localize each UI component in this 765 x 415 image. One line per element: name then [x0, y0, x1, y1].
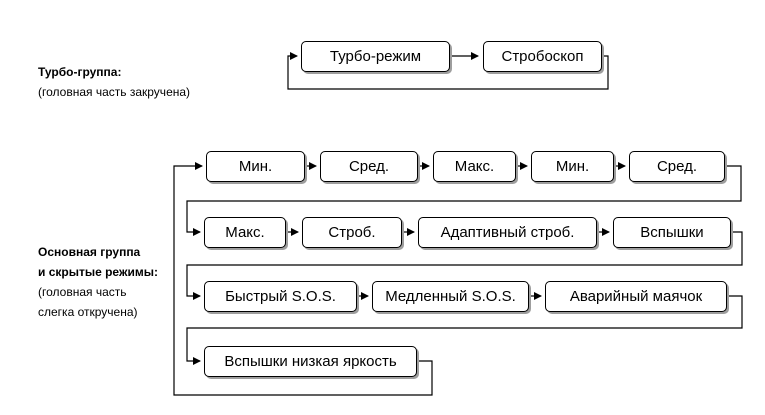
main-group-title-line1: Основная группа — [38, 245, 141, 259]
mode-max: Макс. — [433, 151, 516, 182]
mode-emergency-beacon: Аварийный маячок — [545, 281, 727, 312]
turbo-group-title: Турбо-группа: — [38, 65, 122, 79]
mode-turbo: Турбо-режим — [301, 41, 450, 72]
main-group-label: Основная группа и скрытые режимы: (голов… — [38, 242, 158, 322]
turbo-group-label: Турбо-группа: (головная часть закручена) — [38, 62, 190, 102]
main-group-subtitle-line2: слегка откручена) — [38, 305, 138, 319]
mode-strobe: Стробоскоп — [483, 41, 602, 72]
main-group-title-line2: и скрытые режимы: — [38, 265, 158, 279]
mode-min-2: Мин. — [531, 151, 614, 182]
mode-max-2: Макс. — [204, 217, 286, 248]
main-group-subtitle-line1: (головная часть — [38, 285, 127, 299]
mode-medium-2: Сред. — [629, 151, 725, 182]
main-loop-connector — [173, 162, 433, 396]
turbo-group-subtitle: (головная часть закручена) — [38, 85, 191, 99]
mode-adaptive-strobe: Адаптивный строб. — [418, 217, 597, 248]
mode-strobe-short: Строб. — [302, 217, 402, 248]
turbo-loop-connector — [287, 52, 609, 90]
mode-low-brightness-flashes: Вспышки низкая яркость — [204, 346, 417, 377]
mode-fast-sos: Быстрый S.O.S. — [204, 281, 357, 312]
mode-slow-sos: Медленный S.O.S. — [372, 281, 529, 312]
mode-min: Мин. — [206, 151, 305, 182]
mode-flashes: Вспышки — [613, 217, 731, 248]
mode-medium: Сред. — [320, 151, 418, 182]
